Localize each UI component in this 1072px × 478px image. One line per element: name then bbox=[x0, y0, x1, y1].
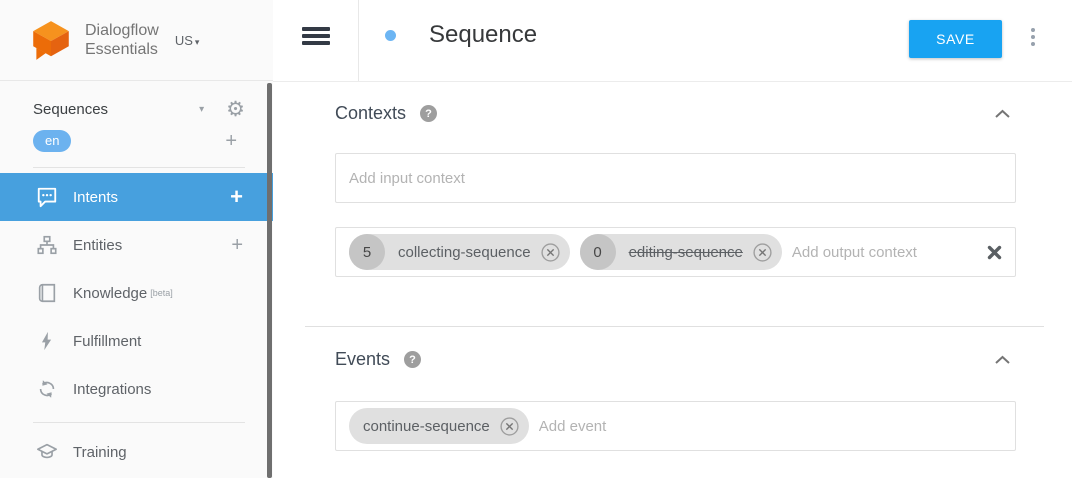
remove-context-icon[interactable] bbox=[752, 242, 773, 263]
sidebar-header: Dialogflow Essentials US▾ bbox=[0, 0, 273, 81]
output-context-field: 5 collecting-sequence 0 editing-sequence bbox=[335, 227, 1016, 277]
app-logo-text: Dialogflow Essentials bbox=[85, 22, 159, 58]
add-entity-icon[interactable]: + bbox=[231, 233, 243, 256]
add-intent-icon[interactable]: + bbox=[230, 184, 243, 209]
main-header: Sequence SAVE bbox=[273, 0, 1072, 82]
agent-caret-down-icon[interactable]: ▾ bbox=[199, 103, 205, 115]
page-title: Sequence bbox=[429, 21, 538, 48]
book-icon bbox=[38, 283, 56, 303]
sidebar-item-label: Fulfillment bbox=[73, 332, 142, 350]
sidebar-divider bbox=[33, 422, 245, 423]
clear-contexts-icon[interactable] bbox=[987, 245, 1002, 260]
menu-hamburger-icon[interactable] bbox=[302, 27, 330, 48]
dialogflow-logo-icon bbox=[33, 21, 69, 60]
sidebar-item-intents[interactable]: Intents + bbox=[0, 173, 273, 221]
add-language-icon[interactable]: + bbox=[225, 129, 237, 152]
sidebar-item-label: Intents bbox=[73, 188, 119, 206]
input-context-field bbox=[335, 153, 1016, 203]
events-field: continue-sequence bbox=[335, 401, 1016, 451]
sidebar-item-label: Training bbox=[73, 443, 127, 461]
output-context-chip[interactable]: 5 collecting-sequence bbox=[349, 234, 570, 270]
intent-editor-content: Contexts ? 5 collecting-sequence bbox=[273, 103, 1072, 451]
context-chip-label: editing-sequence bbox=[628, 243, 743, 261]
add-input-context-input[interactable] bbox=[349, 169, 1002, 187]
agent-settings-gear-icon[interactable]: ⚙ bbox=[226, 97, 245, 121]
sidebar-item-label: Integrations bbox=[73, 380, 152, 398]
context-chip-label: collecting-sequence bbox=[398, 243, 531, 261]
region-selector[interactable]: US▾ bbox=[174, 32, 200, 48]
remove-context-icon[interactable] bbox=[540, 242, 561, 263]
sidebar-item-fulfillment[interactable]: Fulfillment bbox=[0, 317, 273, 365]
context-lifespan-badge[interactable]: 0 bbox=[579, 234, 616, 270]
sidebar: Dialogflow Essentials US▾ Sequences ▾ ⚙ … bbox=[0, 0, 273, 478]
sidebar-item-knowledge[interactable]: Knowledge [beta] bbox=[0, 269, 273, 317]
add-output-context-input[interactable] bbox=[791, 243, 973, 261]
output-context-chip[interactable]: 0 editing-sequence bbox=[579, 234, 782, 270]
help-icon[interactable]: ? bbox=[404, 351, 422, 368]
sidebar-item-label: Knowledge bbox=[73, 284, 148, 302]
context-lifespan-badge[interactable]: 5 bbox=[349, 234, 385, 270]
header-divider bbox=[358, 0, 359, 81]
sidebar-scrollbar[interactable] bbox=[267, 83, 272, 478]
collapse-contexts-chevron-up-icon[interactable] bbox=[994, 109, 1011, 119]
agent-selector-row: Sequences ▾ ⚙ bbox=[0, 94, 273, 124]
events-section-header: Events ? bbox=[335, 349, 1016, 370]
language-badge[interactable]: en bbox=[33, 130, 72, 152]
sync-icon bbox=[39, 380, 55, 398]
hierarchy-icon bbox=[37, 235, 57, 255]
contexts-section-header: Contexts ? bbox=[335, 103, 1016, 124]
section-divider bbox=[305, 326, 1044, 327]
intent-status-dot bbox=[385, 30, 396, 41]
beta-tag: [beta] bbox=[150, 288, 173, 298]
remove-event-icon[interactable] bbox=[499, 416, 520, 437]
graduation-cap-icon bbox=[37, 443, 57, 459]
more-options-kebab-icon[interactable] bbox=[1026, 28, 1040, 46]
main-panel: Sequence SAVE Contexts ? 5 coll bbox=[273, 0, 1072, 478]
add-event-input[interactable] bbox=[538, 417, 1002, 435]
sidebar-item-integrations[interactable]: Integrations bbox=[0, 365, 273, 413]
sidebar-item-label: Entities bbox=[73, 236, 123, 254]
sidebar-divider bbox=[33, 167, 245, 168]
event-chip-label: continue-sequence bbox=[363, 417, 490, 435]
events-heading: Events bbox=[335, 349, 391, 369]
language-row: en + bbox=[0, 124, 273, 158]
caret-down-icon: ▾ bbox=[194, 36, 200, 47]
help-icon[interactable]: ? bbox=[420, 105, 438, 122]
sidebar-item-training[interactable]: Training bbox=[0, 428, 273, 476]
event-chip[interactable]: continue-sequence bbox=[349, 408, 529, 444]
sidebar-item-entities[interactable]: Entities + bbox=[0, 221, 273, 269]
contexts-heading: Contexts bbox=[335, 103, 407, 123]
chat-bubble-icon bbox=[37, 187, 57, 208]
save-button[interactable]: SAVE bbox=[909, 20, 1002, 58]
lightning-bolt-icon bbox=[41, 331, 52, 351]
collapse-events-chevron-up-icon[interactable] bbox=[994, 355, 1011, 365]
agent-name[interactable]: Sequences bbox=[33, 100, 109, 118]
